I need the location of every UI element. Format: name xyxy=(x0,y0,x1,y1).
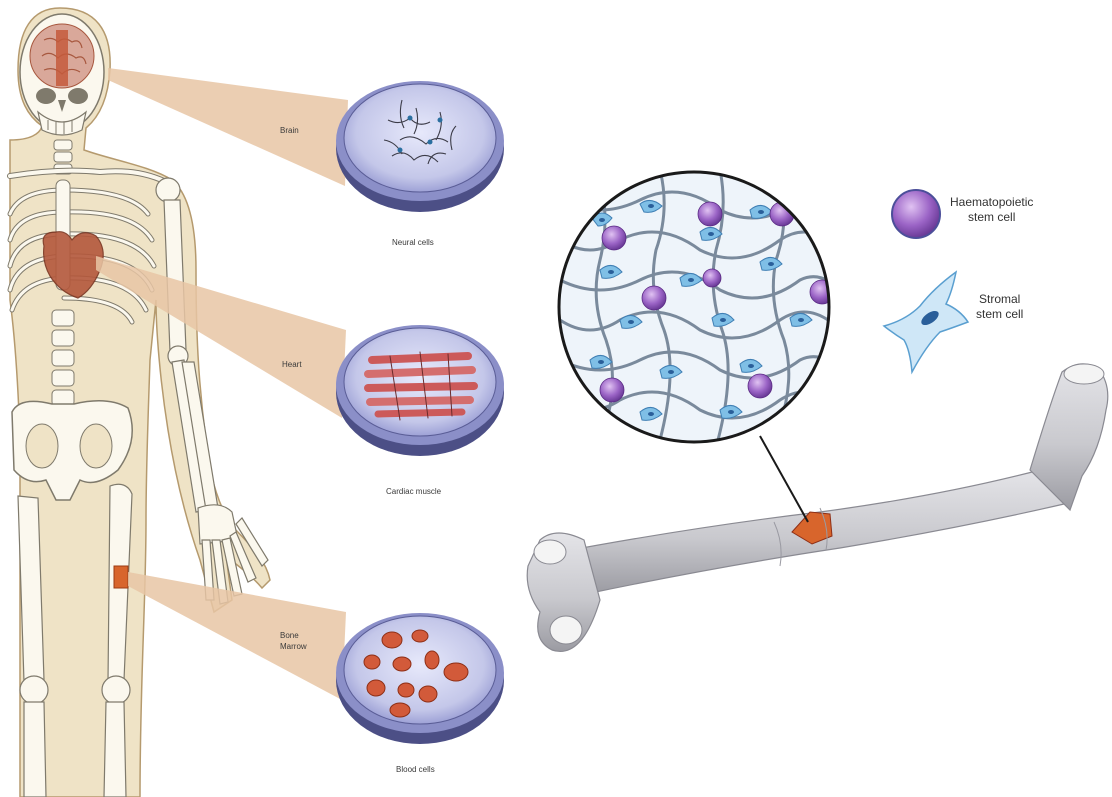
haematopoietic-stem-cell-icon xyxy=(892,190,940,238)
bone-marrow-label-line1: Bone xyxy=(280,630,307,641)
bone-marrow-label: Bone Marrow xyxy=(280,630,307,652)
stromal-stem-cell-label: Stromal stem cell xyxy=(976,292,1023,322)
haematopoietic-label-line1: Haematopoietic xyxy=(950,195,1033,210)
bone-marrow-zoom-circle xyxy=(559,170,840,442)
blood-cells-caption: Blood cells xyxy=(396,765,435,774)
stromal-label-line1: Stromal xyxy=(976,292,1023,307)
heart-label: Heart xyxy=(282,360,302,369)
bone-marrow-highlight xyxy=(114,566,128,588)
petri-dish-blood xyxy=(336,613,504,744)
petri-dish-cardiac xyxy=(336,325,504,456)
stromal-stem-cell-icon xyxy=(884,272,968,372)
haematopoietic-label-line2: stem cell xyxy=(950,210,1033,225)
bone-marrow-label-line2: Marrow xyxy=(280,641,307,652)
brain-label: Brain xyxy=(280,126,299,135)
haematopoietic-stem-cell-label: Haematopoietic stem cell xyxy=(950,195,1033,225)
neural-cells-caption: Neural cells xyxy=(392,238,434,247)
petri-dish-neural xyxy=(336,81,504,212)
zoom-pointer-line xyxy=(760,436,808,522)
right-arm-bones xyxy=(164,200,268,604)
stromal-label-line2: stem cell xyxy=(976,307,1023,322)
cardiac-muscle-caption: Cardiac muscle xyxy=(386,487,441,496)
